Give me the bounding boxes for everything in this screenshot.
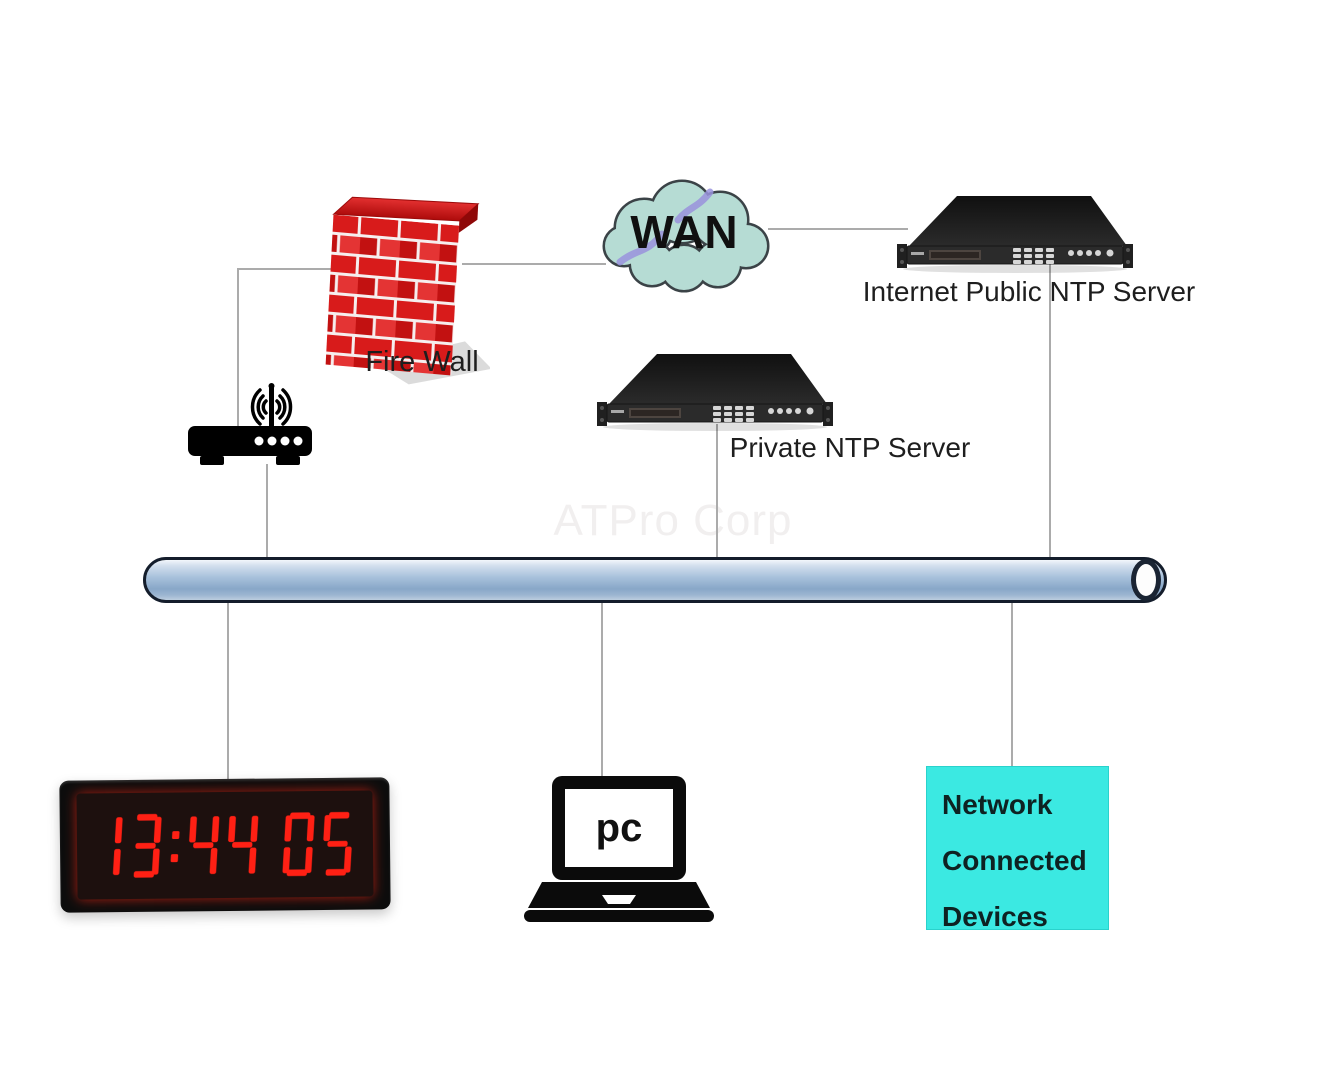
devices-line-3: Devices xyxy=(942,901,1048,932)
cloud-squiggle xyxy=(616,188,714,266)
firewall-label: Fire Wall xyxy=(365,346,479,378)
connector-pipe-to-pc xyxy=(601,601,603,787)
connector-public-ntp-to-pipe xyxy=(1049,262,1051,559)
firewall-brick-wall-icon xyxy=(325,196,490,385)
router-led-lights xyxy=(254,436,303,446)
pc-label: pc xyxy=(596,806,643,850)
private-ntp-server-icon xyxy=(597,354,833,431)
connector-router-to-firewall xyxy=(238,268,332,270)
led-clock xyxy=(59,777,391,913)
connector-pipe-to-clock xyxy=(227,601,229,783)
public-ntp-label: Internet Public NTP Server xyxy=(862,276,1196,307)
watermark: ATPro Corp xyxy=(553,496,793,545)
firewall-front-face xyxy=(325,214,460,376)
connector-private-ntp-to-pipe xyxy=(716,424,718,560)
public-ntp-server-icon xyxy=(897,196,1133,273)
clock-display xyxy=(76,790,374,900)
private-ntp-label: Private NTP Server xyxy=(729,432,971,463)
laptop-screen xyxy=(565,789,673,867)
network-backbone-pipe xyxy=(143,557,1167,603)
wan-cloud-icon: WAN xyxy=(602,179,770,293)
wifi-signal-icon xyxy=(250,388,293,426)
router-antenna xyxy=(268,383,275,428)
laptop-icon: pc xyxy=(524,776,714,922)
connector-router-up xyxy=(237,268,239,434)
laptop-base xyxy=(524,910,714,922)
connector-pipe-to-devices xyxy=(1011,601,1013,767)
devices-line-2: Connected xyxy=(942,845,1087,876)
wireless-router-icon xyxy=(188,383,312,465)
devices-line-1: Network xyxy=(942,789,1053,820)
connector-wan-to-public-ntp xyxy=(768,228,908,230)
wan-label: WAN xyxy=(630,206,737,258)
connector-router-to-pipe xyxy=(266,464,268,560)
firewall-cap-end xyxy=(458,203,479,233)
network-devices-box: Network Connected Devices xyxy=(926,766,1109,932)
pipe-opening xyxy=(1131,559,1161,601)
laptop-notch xyxy=(602,895,636,904)
connector-firewall-to-wan xyxy=(462,263,606,265)
